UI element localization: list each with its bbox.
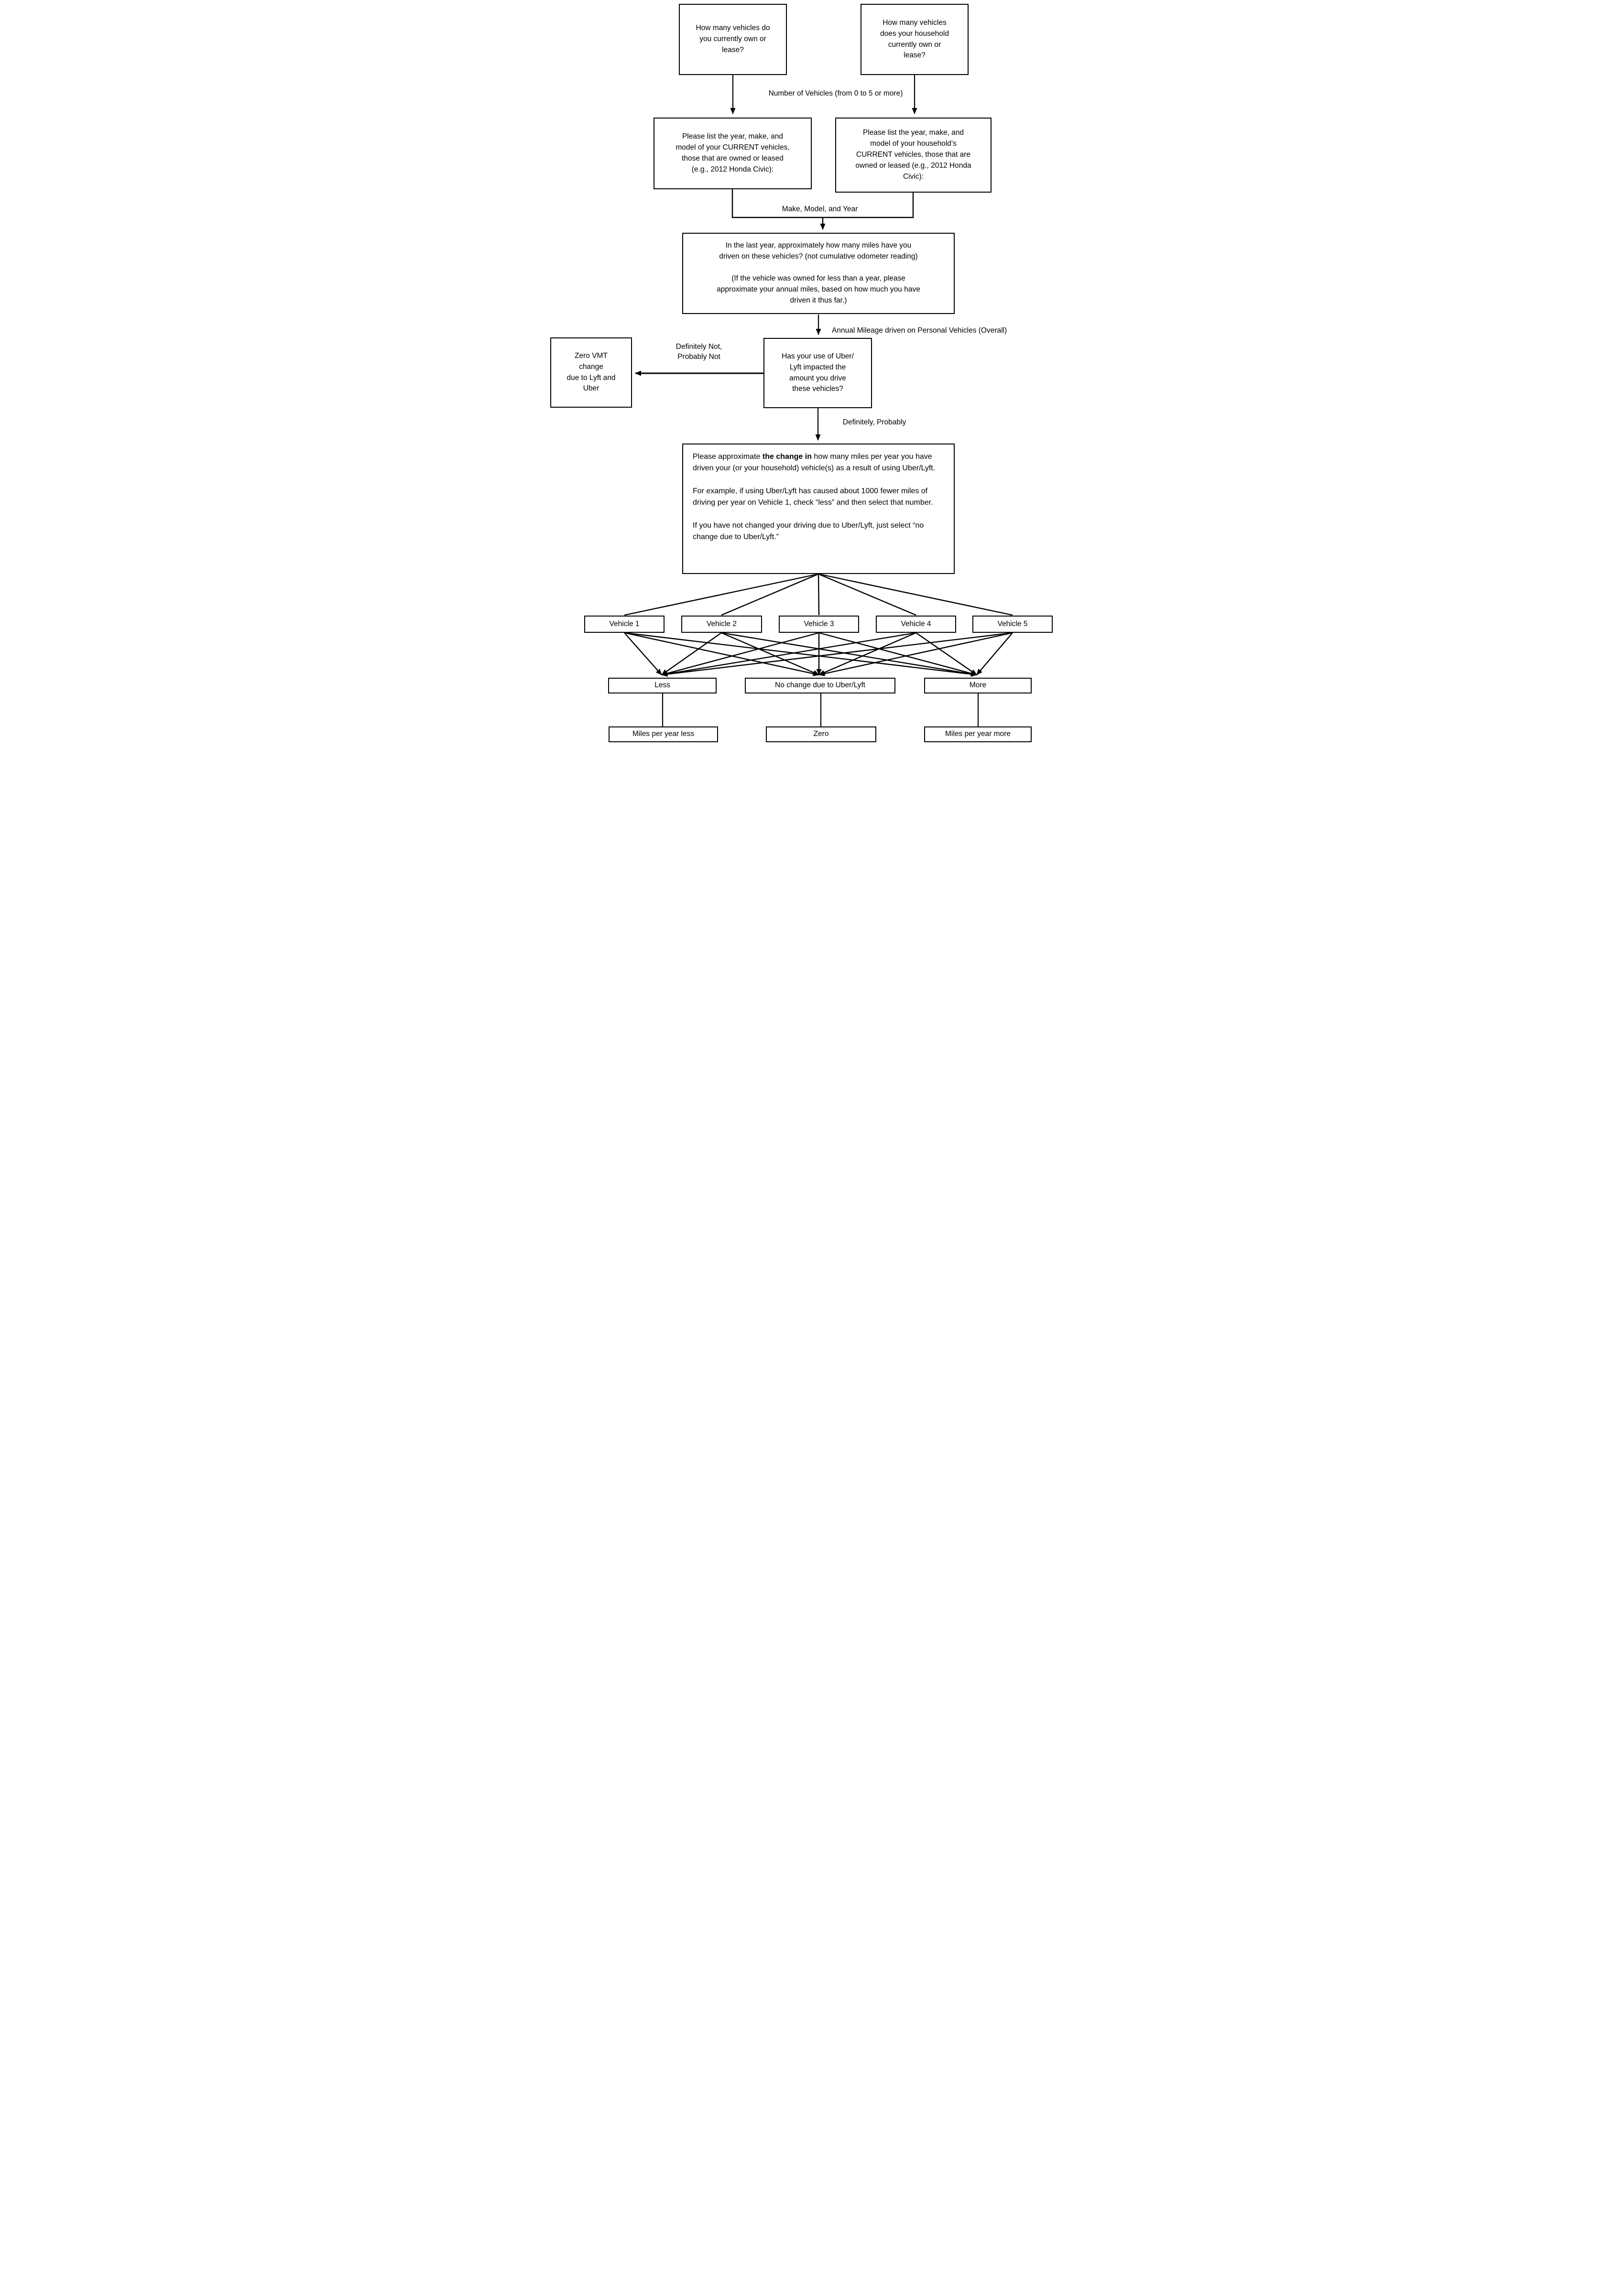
box-vehicle-3: Vehicle 3 — [779, 616, 859, 633]
label-definitely-probably: Definitely, Probably — [842, 418, 906, 426]
box-vehicle-1: Vehicle 1 — [584, 616, 665, 633]
lines-to-amount-boxes — [662, 693, 979, 726]
box-vehicle-2: Vehicle 2 — [681, 616, 762, 633]
flow-connectors — [624, 75, 1013, 726]
box-vehicle-4: Vehicle 4 — [876, 616, 956, 633]
box-miles-per-year-less: Miles per year less — [609, 726, 718, 742]
change-paragraph-3: If you have not changed your driving due… — [693, 521, 924, 541]
fan-to-vehicles — [624, 573, 1013, 616]
box-miles-per-year-more: Miles per year more — [924, 726, 1032, 742]
box-list-household-vehicles: Please list the year, make, and model of… — [835, 118, 992, 193]
change-paragraph-2: For example, if using Uber/Lyft has caus… — [693, 487, 933, 507]
box-q-household-vehicles: How many vehicles does your household cu… — [861, 4, 969, 75]
box-approximate-change: Please approximate the change in how man… — [682, 444, 955, 574]
box-vehicle-5: Vehicle 5 — [972, 616, 1053, 633]
change-paragraph-1: Please approximate the change in how man… — [693, 453, 936, 472]
label-annual-mileage: Annual Mileage driven on Personal Vehicl… — [832, 326, 1007, 335]
box-zero-vmt-change: Zero VMT change due to Lyft and Uber — [550, 337, 632, 408]
flowchart-canvas: How many vehicles do you currently own o… — [544, 0, 1069, 748]
box-no-change: No change due to Uber/Lyft — [745, 678, 895, 693]
label-make-model-year: Make, Model, and Year — [782, 205, 858, 213]
label-number-of-vehicles: Number of Vehicles (from 0 to 5 or more) — [768, 89, 903, 97]
box-q-own-vehicles: How many vehicles do you currently own o… — [679, 4, 787, 75]
box-annual-miles-question: In the last year, approximately how many… — [682, 233, 955, 314]
arrows-number-of-vehicles — [730, 75, 917, 114]
merge-make-model-year — [731, 189, 914, 230]
box-has-uber-lyft-impacted: Has your use of Uber/ Lyft impacted the … — [763, 338, 872, 408]
label-definitely-not: Definitely Not, Probably Not — [676, 343, 722, 361]
box-list-own-vehicles: Please list the year, make, and model of… — [654, 118, 812, 189]
box-more: More — [924, 678, 1032, 693]
change-bold-phrase: the change in — [762, 453, 812, 461]
fan-vehicles-to-options — [624, 632, 1013, 677]
box-less: Less — [608, 678, 717, 693]
box-zero: Zero — [766, 726, 876, 742]
